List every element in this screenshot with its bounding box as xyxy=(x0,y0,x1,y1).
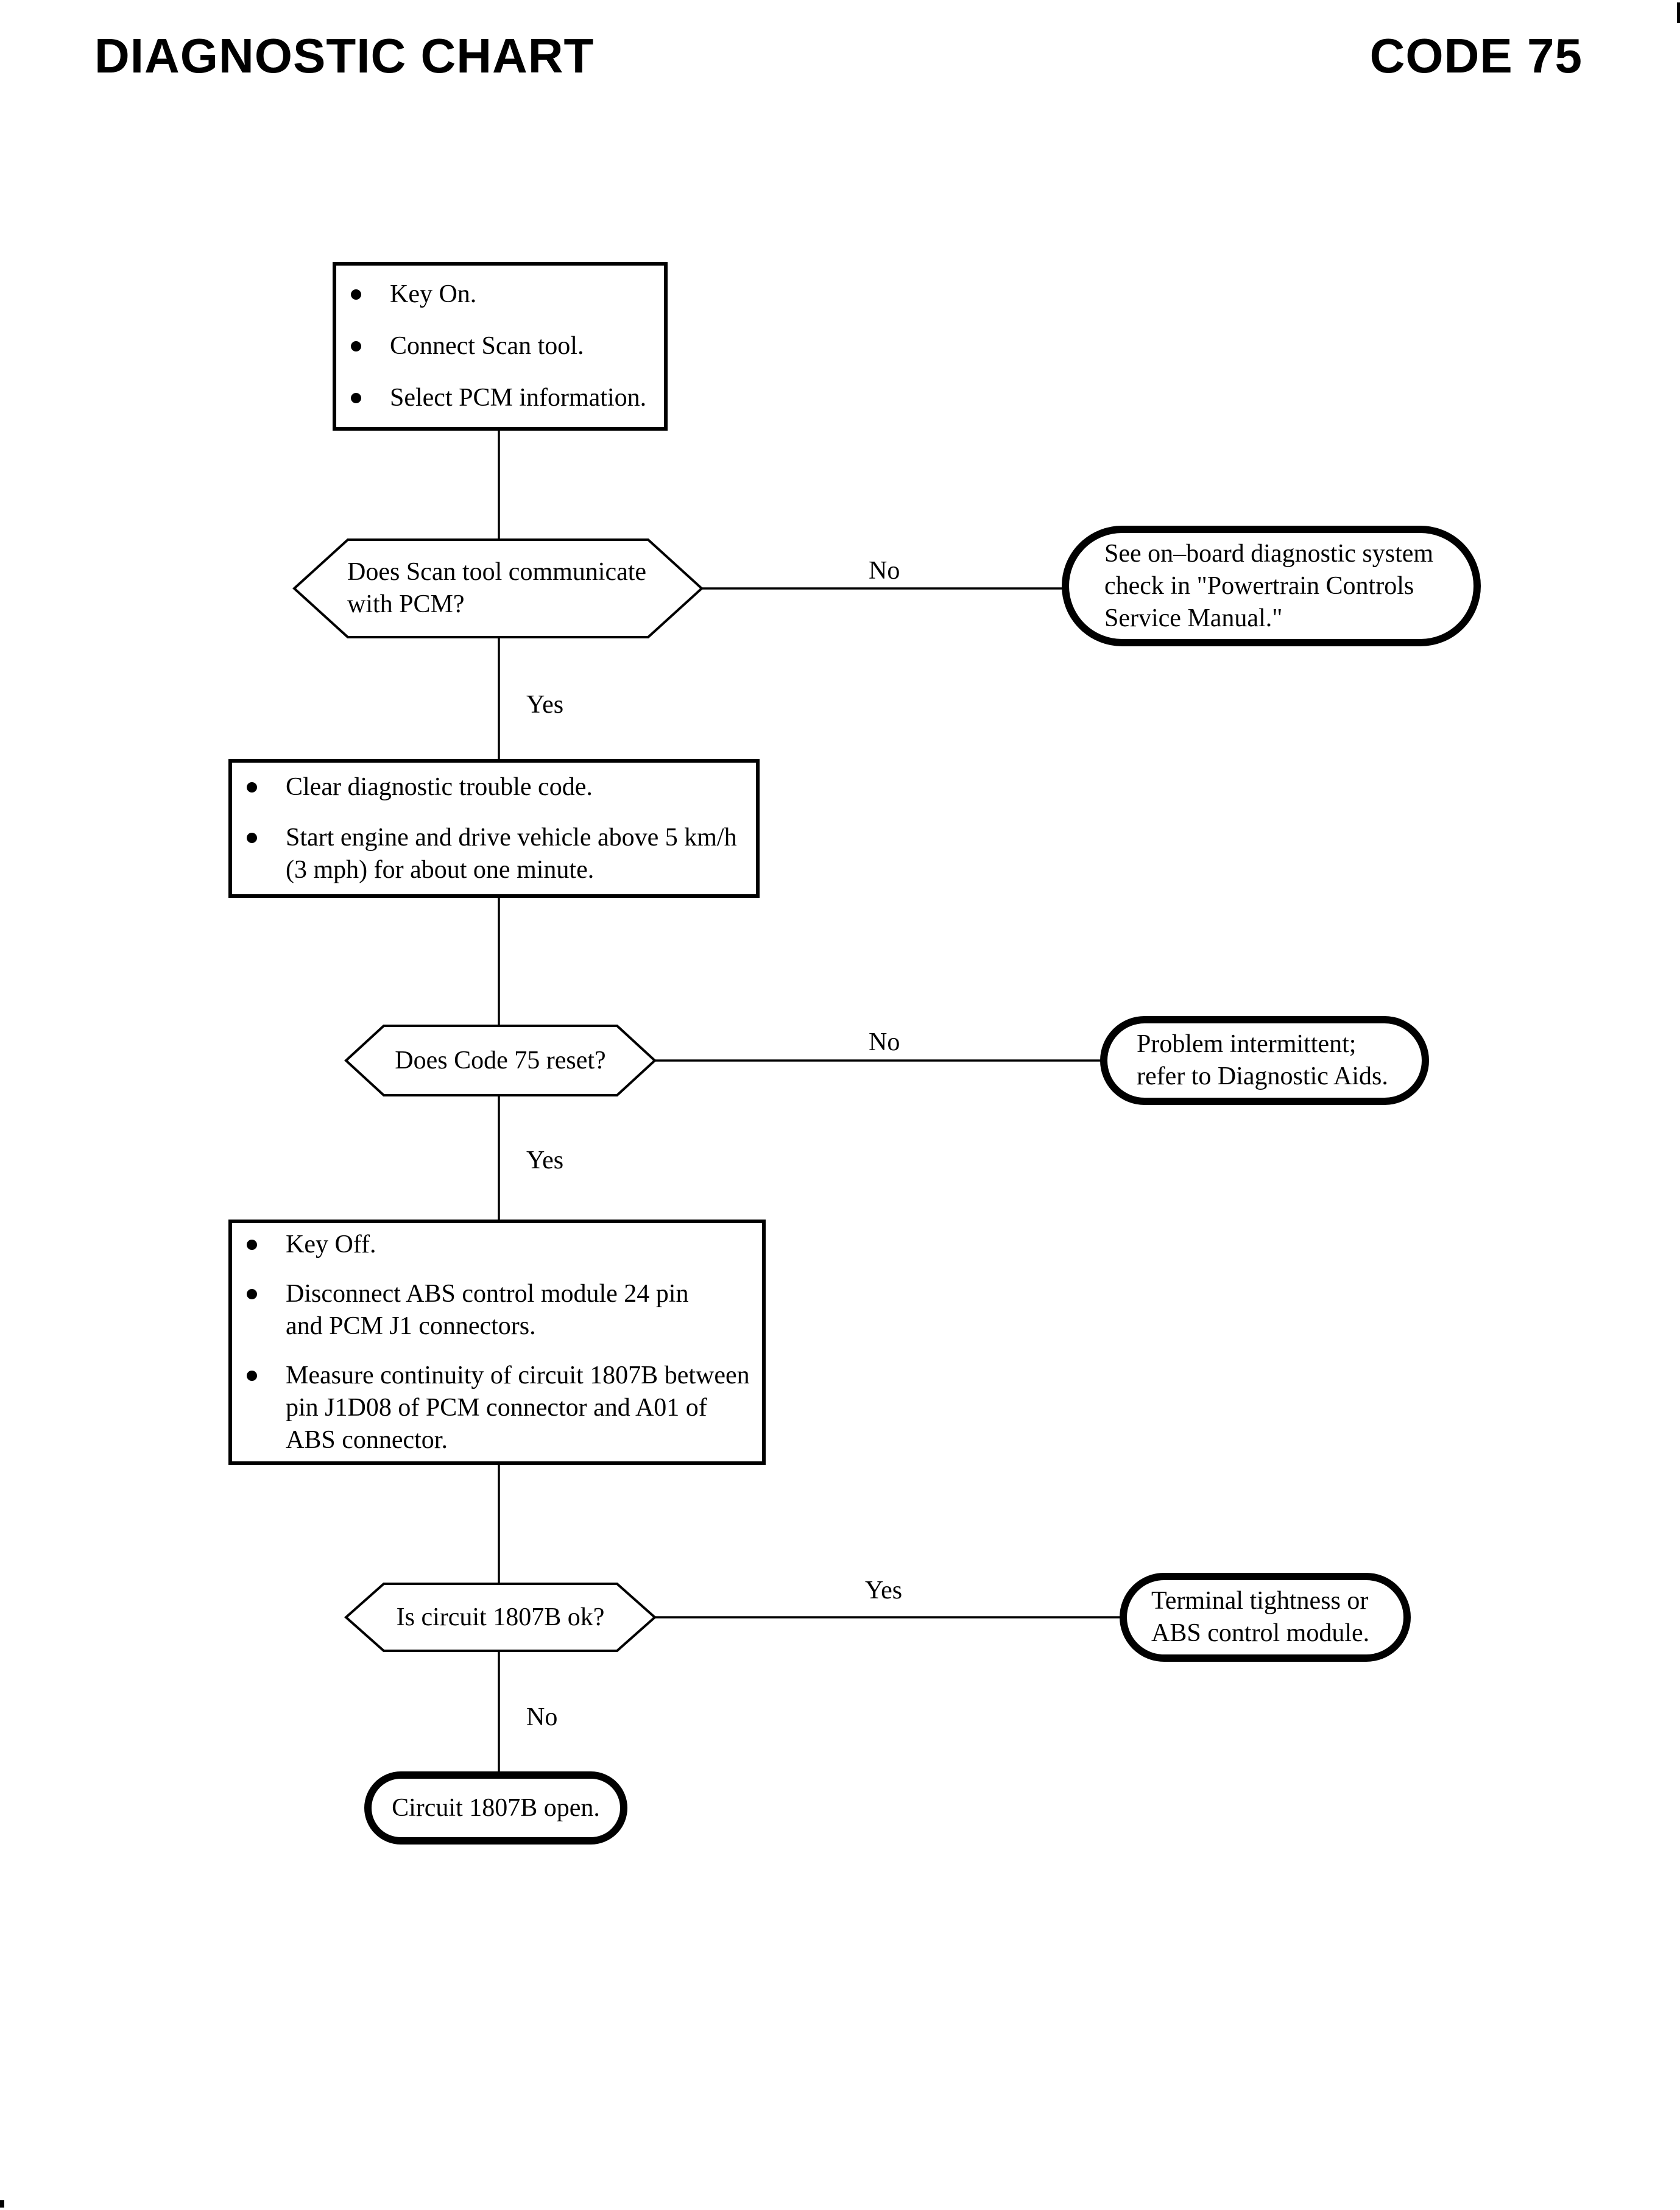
branch-label-yes: Yes xyxy=(526,691,564,719)
decision1-hexagon xyxy=(292,538,704,638)
decision3-question: Is circuit 1807B ok? xyxy=(396,1603,605,1631)
list-item-text: Measure continuity of circuit 1807B betw… xyxy=(286,1361,750,1454)
list-item-text: Connect Scan tool. xyxy=(390,332,584,360)
branch-label-no: No xyxy=(526,1703,558,1731)
process-box-step2: Clear diagnostic trouble code. Start eng… xyxy=(228,759,760,898)
page-title: DIAGNOSTIC CHART xyxy=(94,29,595,83)
list-item: Connect Scan tool. xyxy=(351,330,649,362)
bullet-icon xyxy=(247,782,257,793)
terminal-result2: Problem intermittent; refer to Diagnosti… xyxy=(1100,1016,1429,1105)
bullet-icon xyxy=(351,393,361,403)
list-item-text: Key Off. xyxy=(286,1230,376,1259)
bullet-icon xyxy=(247,1370,257,1381)
branch-label-no: No xyxy=(869,557,900,585)
bullet-icon xyxy=(247,832,257,843)
terminal-result2-text: Problem intermittent; refer to Diagnosti… xyxy=(1137,1030,1388,1090)
list-item-text: Clear diagnostic trouble code. xyxy=(286,772,593,801)
bullet-icon xyxy=(351,341,361,351)
process-box-step1: Key On. Connect Scan tool. Select PCM in… xyxy=(333,262,668,431)
terminal-result1-text: See on–board diagnostic system check in … xyxy=(1104,539,1434,632)
branch-label-yes: Yes xyxy=(526,1146,564,1174)
bullet-icon xyxy=(351,289,361,300)
list-item: Start engine and drive vehicle above 5 k… xyxy=(247,822,741,886)
decision3-hexagon xyxy=(344,1583,657,1652)
list-item: Key On. xyxy=(351,278,649,311)
decision2-hexagon xyxy=(344,1025,657,1096)
bullet-icon xyxy=(247,1288,257,1299)
process-box-step3: Key Off. Disconnect ABS control module 2… xyxy=(228,1220,766,1465)
scan-artifact xyxy=(1677,2,1680,23)
list-item: Clear diagnostic trouble code. xyxy=(247,771,741,803)
list-item-text: Start engine and drive vehicle above 5 k… xyxy=(286,823,737,884)
terminal-result3-text: Terminal tightness or ABS control module… xyxy=(1151,1587,1370,1647)
list-item-text: Disconnect ABS control module 24 pin and… xyxy=(286,1279,689,1340)
terminal-result1: See on–board diagnostic system check in … xyxy=(1062,526,1481,646)
terminal-result3: Terminal tightness or ABS control module… xyxy=(1120,1573,1411,1662)
decision1-question: Does Scan tool communicate with PCM? xyxy=(347,558,647,618)
terminal-result4-text: Circuit 1807B open. xyxy=(392,1793,600,1822)
bullet-icon xyxy=(247,1239,257,1250)
scan-artifact xyxy=(0,2200,4,2208)
list-item-text: Select PCM information. xyxy=(390,384,647,412)
list-item: Measure continuity of circuit 1807B betw… xyxy=(247,1360,750,1456)
terminal-result4: Circuit 1807B open. xyxy=(364,1771,627,1845)
list-item-text: Key On. xyxy=(390,280,477,308)
list-item: Key Off. xyxy=(247,1229,747,1261)
list-item: Select PCM information. xyxy=(351,382,649,414)
code-number-title: CODE 75 xyxy=(1369,29,1583,83)
branch-label-no: No xyxy=(869,1028,900,1056)
branch-label-yes: Yes xyxy=(865,1576,903,1605)
decision2-question: Does Code 75 reset? xyxy=(395,1047,606,1075)
list-item: Disconnect ABS control module 24 pin and… xyxy=(247,1278,747,1343)
